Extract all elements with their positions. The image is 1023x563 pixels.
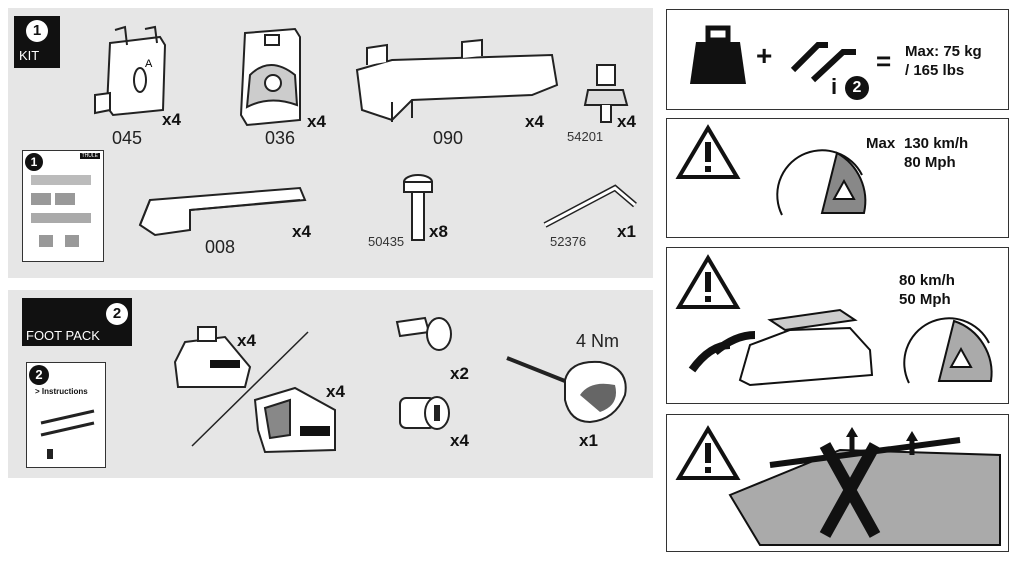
part-008-qty: x4: [292, 222, 311, 241]
kit-tab: 1 KIT: [14, 16, 60, 68]
part-50435-qty: x8: [429, 222, 448, 241]
speedometer-icon: [903, 317, 993, 384]
svg-text:A: A: [145, 58, 153, 70]
max-load-line2: / 165 lbs: [905, 62, 965, 79]
part-54201-code: 54201: [567, 129, 604, 144]
prohibited-x-icon: [819, 442, 881, 538]
roof-bar-icon: [790, 42, 856, 83]
foot-pack-tab: 2 FOOT PACK: [22, 298, 132, 346]
brand-logo: THULE: [79, 153, 100, 159]
booklet-diagram-icon: [31, 175, 91, 247]
torque-tool-icon: [506, 356, 627, 424]
key-qty: x2: [450, 364, 469, 383]
foot-pack-booklet-title: > Instructions: [35, 387, 88, 396]
speedometer-icon: [776, 149, 867, 216]
equals-sign: =: [876, 46, 892, 76]
part-54201-illustration: [583, 64, 629, 123]
part-008-illustration: [138, 186, 307, 237]
part-036-code: 036: [265, 128, 296, 148]
roof-bars-icon: [40, 409, 95, 459]
part-54201-qty: x4: [617, 112, 636, 131]
lock-cylinder-icon: [399, 396, 450, 430]
torque-tool-qty: x1: [579, 431, 598, 450]
foot-part-1-illustration: [173, 326, 252, 388]
part-090-qty: x4: [525, 112, 544, 131]
kit-booklet-number: 1: [25, 153, 43, 171]
lock-cylinder-qty: x4: [450, 431, 469, 450]
part-52376-qty: x1: [617, 222, 636, 241]
divider-line: [191, 331, 309, 447]
kit-tab-label: KIT: [19, 48, 40, 63]
kit-tab-number: 1: [26, 20, 48, 42]
foot-pack-booklet-number: 2: [29, 365, 49, 385]
part-090-illustration: [355, 38, 559, 122]
part-090-code: 090: [433, 128, 464, 148]
car-with-load-icon: [688, 308, 874, 387]
part-036-qty: x4: [307, 112, 326, 131]
speed1-kmh: 130 km/h: [904, 135, 969, 152]
kit-instruction-booklet: 1 THULE: [22, 150, 104, 262]
warning-triangle-icon: [675, 425, 741, 480]
torque-value: 4 Nm: [576, 331, 620, 351]
weight-icon: [690, 25, 746, 84]
part-50435-code: 50435: [368, 234, 405, 249]
key-icon: [395, 316, 452, 351]
plus-sign: +: [756, 40, 773, 71]
part-52376-code: 52376: [550, 234, 587, 249]
part-52376-illustration: [543, 184, 637, 228]
part-036-illustration: [239, 27, 301, 127]
part-045-code: 045: [112, 128, 143, 148]
info-number-badge: 2: [845, 76, 869, 100]
foot-pack-tab-label: FOOT PACK: [26, 328, 100, 343]
part-045-illustration: A: [94, 25, 167, 117]
warning-triangle-icon: [675, 254, 741, 309]
foot-pack-tab-number: 2: [106, 303, 128, 325]
part-045-qty: x4: [162, 110, 181, 129]
warning-triangle-icon: [675, 124, 741, 179]
foot-pack-instruction-booklet: 2 > Instructions: [26, 362, 106, 468]
speed2-kmh: 80 km/h: [899, 272, 955, 289]
info-i-label: i: [831, 74, 838, 99]
foot-part-1-qty: x4: [237, 331, 256, 350]
foot-part-2-qty: x4: [326, 382, 345, 401]
speed1-mph: 80 Mph: [904, 154, 956, 171]
foot-part-2-illustration: [253, 386, 336, 454]
max-load-line1: Max: 75 kg: [905, 43, 982, 60]
speed1-max-label: Max: [866, 135, 896, 152]
part-008-code: 008: [205, 237, 236, 257]
speed2-mph: 50 Mph: [899, 291, 951, 308]
part-50435-illustration: [403, 174, 433, 241]
